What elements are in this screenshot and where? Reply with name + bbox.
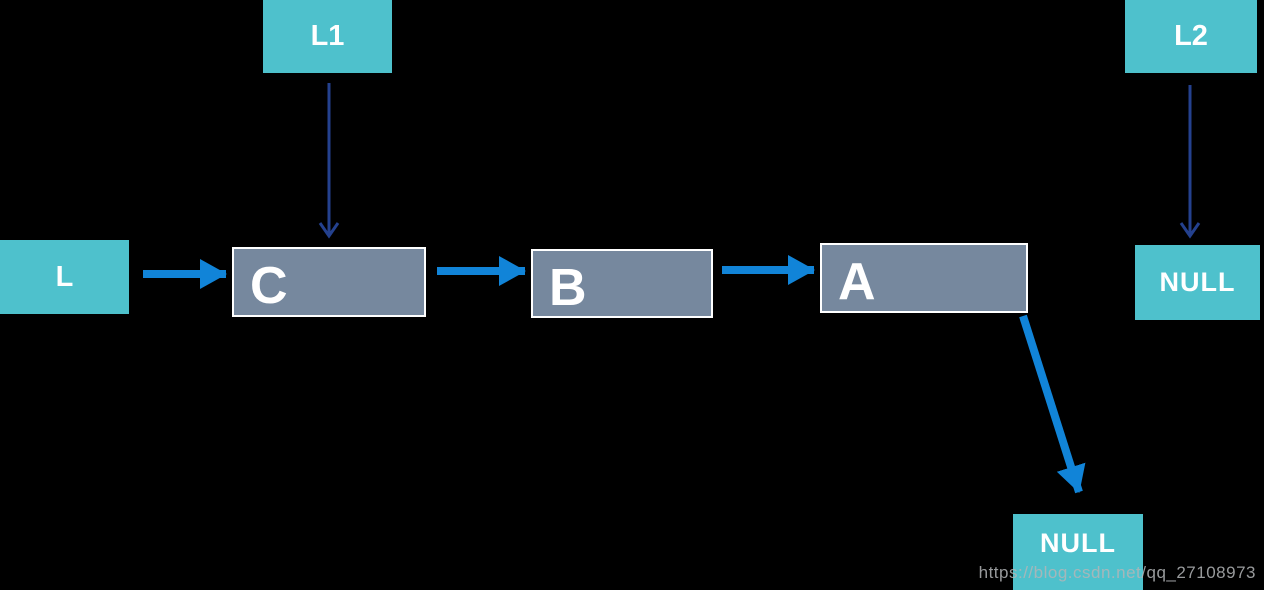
pointer-box-l1: L1 [263, 0, 392, 73]
pointer-box-l: L [0, 240, 129, 314]
list-node-b: B [531, 249, 713, 318]
list-node-c: C [232, 247, 426, 317]
list-node-b-label: B [549, 258, 587, 317]
pointer-box-l2-label: L2 [1174, 20, 1208, 52]
pointer-box-l2: L2 [1125, 0, 1257, 73]
pointer-box-l1-label: L1 [310, 20, 345, 52]
watermark: https://blog.csdn.net/qq_27108973 [978, 563, 1256, 582]
list-node-c-label: C [250, 257, 288, 315]
null-box-right-label: NULL [1159, 267, 1236, 297]
null-box-right: NULL [1135, 245, 1260, 320]
null-box-bottom: NULL [1013, 514, 1143, 590]
arrow-a-to-null [1019, 314, 1086, 494]
pointer-box-l-label: L [55, 260, 74, 293]
null-box-bottom-label: NULL [1040, 528, 1116, 558]
list-node-a: A [820, 243, 1028, 313]
list-node-a-label: A [838, 253, 876, 311]
